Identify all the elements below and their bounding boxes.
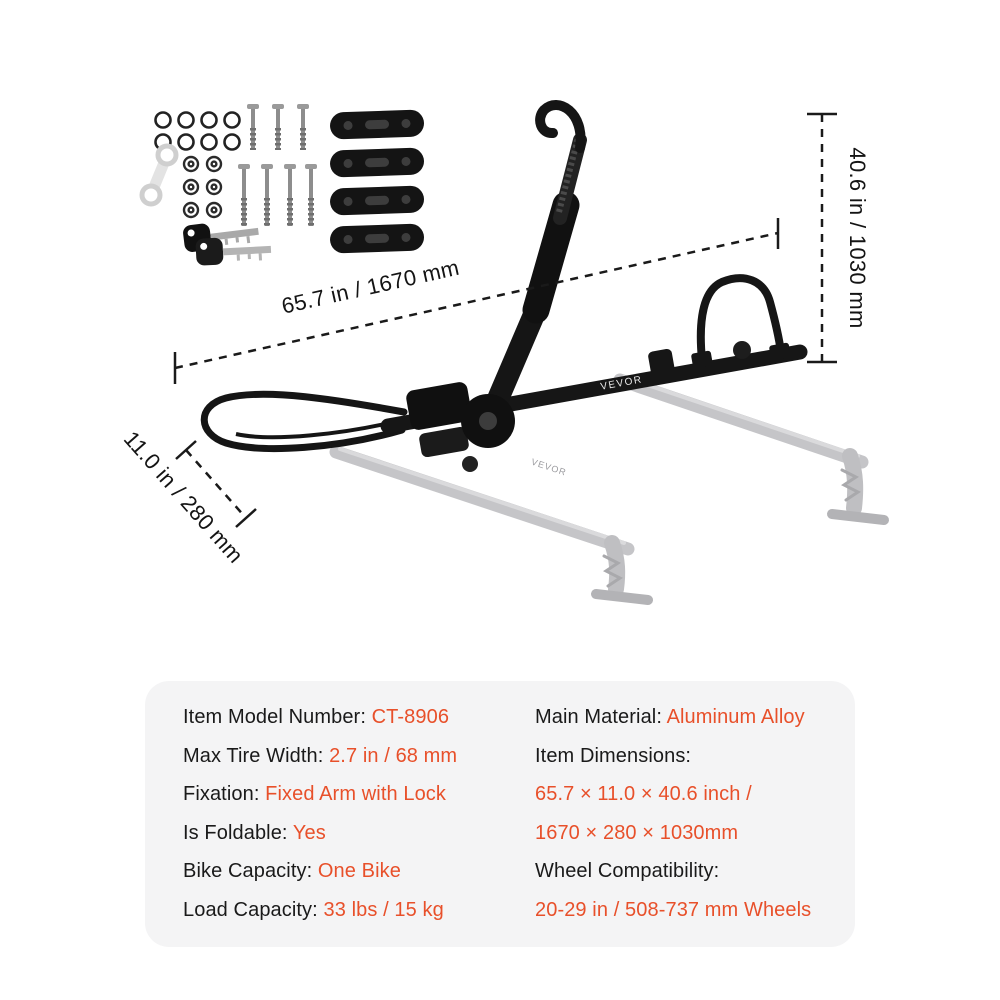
spec-row-wheel-range: 20-29 in / 508-737 mm Wheels — [535, 899, 837, 922]
spec-row-model: Item Model Number: CT-8906 — [183, 706, 535, 729]
spec-row-foldable: Is Foldable: Yes — [183, 822, 535, 845]
nuts — [182, 155, 223, 219]
spec-column-left: Item Model Number: CT-8906 Max Tire Widt… — [183, 706, 535, 922]
spec-row-dimensions-title: Item Dimensions: — [535, 745, 837, 768]
spec-value: 65.7 × 11.0 × 40.6 inch / — [535, 783, 752, 806]
spec-value: Aluminum Alloy — [666, 706, 805, 728]
spec-value: Yes — [292, 821, 326, 844]
spec-label: Item Dimensions: — [535, 744, 692, 767]
dim-length — [173, 218, 780, 384]
spec-value: 2.7 in / 68 mm — [329, 744, 458, 767]
dim-length-label: 65.7 in / 1670 mm — [279, 255, 461, 319]
rail-clamp — [406, 382, 472, 430]
spec-row-load: Load Capacity: 33 lbs / 15 kg — [183, 899, 535, 922]
washers — [154, 111, 241, 151]
left-wheel-hoop — [200, 390, 408, 453]
spec-value: 1670 × 280 × 1030mm — [535, 821, 739, 844]
spec-label: Is Foldable: — [183, 821, 293, 844]
spec-label: Main Material: — [535, 706, 667, 728]
crossbar-logo: VEVOR — [530, 457, 568, 478]
product-illustration: VEVOR VEVOR — [119, 100, 889, 605]
spec-row-tire-width: Max Tire Width: 2.7 in / 68 mm — [183, 745, 535, 768]
right-wheel-hoop — [696, 274, 785, 364]
dim-height — [807, 112, 837, 364]
spec-value: Fixed Arm with Lock — [265, 783, 447, 806]
spec-card: Item Model Number: CT-8906 Max Tire Widt… — [145, 681, 855, 947]
spec-row-fixation: Fixation: Fixed Arm with Lock — [183, 783, 535, 806]
screws-bottom — [238, 164, 317, 226]
spec-value: 33 lbs / 15 kg — [323, 898, 444, 921]
spec-column-right: Main Material: Aluminum Alloy Item Dimen… — [535, 706, 837, 922]
hardware-kit — [139, 104, 317, 266]
mounting-brackets — [330, 109, 424, 254]
arm-hook — [535, 100, 586, 153]
spec-label: Bike Capacity: — [183, 860, 318, 883]
spec-row-dimensions-mm: 1670 × 280 × 1030mm — [535, 822, 837, 845]
screws-top — [247, 104, 309, 150]
spec-value: CT-8906 — [371, 706, 450, 728]
wrench-icon — [139, 143, 179, 207]
wheel-strap-ratchet — [648, 348, 676, 384]
arm-ratchet-teeth — [556, 137, 581, 213]
spec-row-material: Main Material: Aluminum Alloy — [535, 706, 837, 729]
dim-height-label: 40.6 in / 1030 mm — [845, 147, 870, 328]
spec-row-dimensions-inch: 65.7 × 11.0 × 40.6 inch / — [535, 783, 837, 806]
spec-label: Fixation: — [183, 783, 266, 806]
rail-knob — [733, 341, 751, 359]
spec-label: Wheel Compatibility: — [535, 860, 720, 883]
spec-value: One Bike — [317, 860, 401, 883]
spec-row-capacity: Bike Capacity: One Bike — [183, 860, 535, 883]
keys-icon — [183, 223, 272, 266]
dim-width — [175, 440, 257, 528]
spec-value: 20-29 in / 508-737 mm Wheels — [535, 898, 812, 921]
spec-label: Max Tire Width: — [183, 744, 330, 767]
spec-label: Item Model Number: — [183, 706, 372, 728]
spec-label: Load Capacity: — [183, 898, 324, 921]
bike-rack: VEVOR — [200, 100, 808, 472]
spec-row-wheel-title: Wheel Compatibility: — [535, 860, 837, 883]
